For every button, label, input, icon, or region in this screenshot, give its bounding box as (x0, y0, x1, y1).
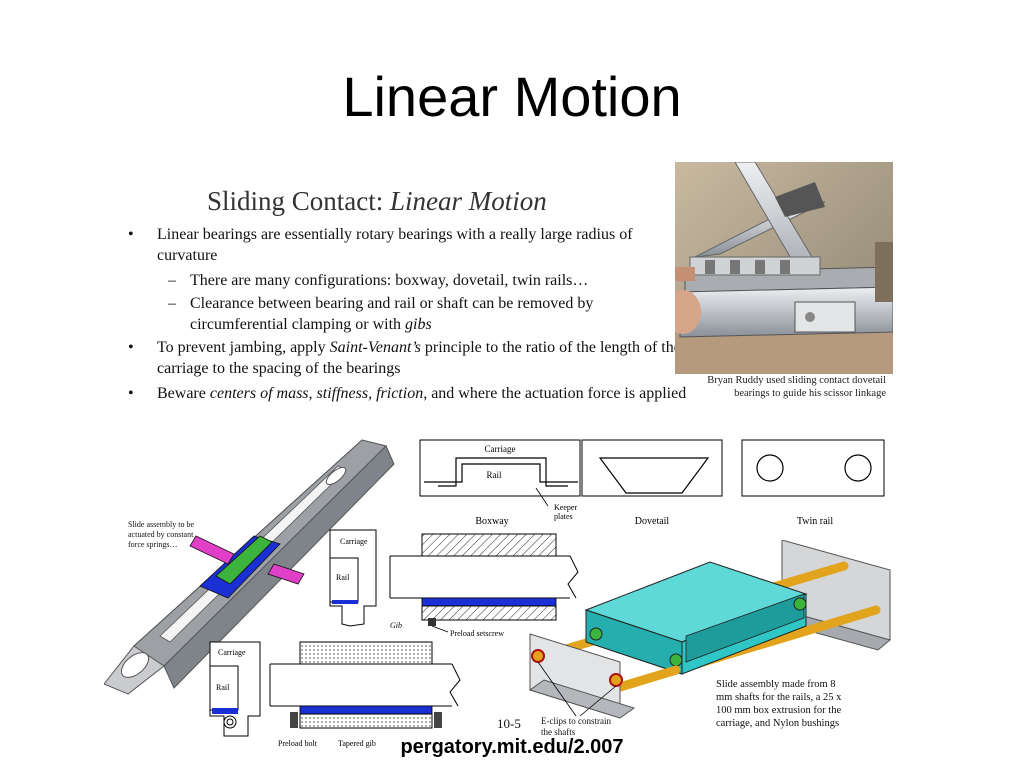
bullet-text: centers of mass, stiffness, friction (209, 385, 424, 402)
slide-note-line-2: actuated by constant (128, 530, 194, 539)
photo-caption-line-1: Bryan Ruddy used sliding contact dovetai… (707, 375, 886, 386)
dovetail-shape (598, 457, 710, 494)
gib-fig2-rail-label: Rail (216, 683, 230, 692)
bullet-text: principle to the ratio of the length of … (157, 339, 681, 377)
photo-caption-line-2: bearings to guide his scissor linkage (734, 388, 886, 399)
keeper-label-2: plates (554, 512, 573, 521)
boxway-rail-label: Rail (487, 470, 502, 480)
boxway-frame (419, 439, 581, 497)
magenta-pin-right (267, 563, 305, 585)
bullet-text: To prevent jambing, apply (157, 339, 330, 356)
preload-setscrew-label: Preload setscrew (450, 629, 504, 638)
footer-url: pergatory.mit.edu/2.007 (400, 736, 624, 758)
panel-title: Sliding Contact: Linear Motion (207, 186, 547, 217)
scissor-linkage-photo (675, 162, 893, 374)
bullet-item: Beware centers of mass, stiffness, frict… (128, 383, 688, 404)
desc-line-1: Slide assembly made from 8 (716, 679, 836, 690)
sub-bullet-item: There are many configurations: boxway, d… (128, 270, 688, 291)
bearing-configurations-diagram: Carriage Rail Keeper plates Boxway Dovet… (419, 439, 885, 527)
twin-rail-shaft-left (756, 454, 784, 482)
eclips-line-1: E-clips to constrain (541, 716, 611, 726)
bullet-item: To prevent jambing, apply Saint-Venant’s… (128, 337, 688, 379)
panel-title-italic: Linear Motion (390, 186, 547, 216)
slide-assembly-note: Slide assembly to be actuated by constan… (128, 520, 194, 550)
twin-rail-label: Twin rail (797, 516, 833, 527)
gib-label: Gib (390, 621, 402, 630)
desc-line-4: carriage, and Nylon bushings (716, 718, 840, 729)
bullet-item: Linear bearings are essentially rotary b… (128, 224, 688, 266)
twin-shaft-slide-drawing (528, 540, 892, 719)
photo-caption: Bryan Ruddy used sliding contact dovetai… (682, 374, 886, 400)
magenta-pin-left (189, 535, 235, 565)
keeper-label-1: Keeper (554, 503, 577, 512)
angled-slide-assembly-drawing (104, 439, 395, 695)
desc-line-3: 100 mm box extrusion for the (716, 705, 842, 716)
eclips-note: E-clips to constrain the shafts (541, 716, 611, 738)
dovetail-label: Dovetail (635, 516, 670, 527)
twin-rail-shaft-right (844, 454, 872, 482)
shaft-assembly-description: Slide assembly made from 8 mm shafts for… (716, 678, 841, 730)
tapered-gib-label: Tapered gib (338, 739, 376, 748)
dovetail-frame (581, 439, 723, 497)
bullet-list: Linear bearings are essentially rotary b… (128, 224, 688, 408)
tapered-gib-diagram: Carriage Rail Preload bolt Tapered gib (209, 641, 461, 748)
panel-title-plain: Sliding Contact: (207, 186, 391, 216)
twin-rail-frame (741, 439, 885, 497)
gib-fig2-carriage-label: Carriage (218, 648, 246, 657)
boxway-carriage-outline (438, 457, 568, 487)
bullet-text: , and where the actuation force is appli… (423, 385, 687, 402)
bullet-text: gibs (405, 316, 432, 333)
boxway-carriage-label: Carriage (485, 444, 516, 454)
boxway-rail-outline (424, 463, 578, 483)
eclips-line-2: the shafts (541, 727, 576, 737)
gib-setscrew-diagram: Carriage Rail Gib Preload setscrew (329, 529, 579, 638)
boxway-label: Boxway (475, 516, 508, 527)
desc-line-2: mm shafts for the rails, a 25 x (716, 692, 842, 703)
gib-fig1-carriage-label: Carriage (340, 537, 368, 546)
page-number: 10-5 (497, 716, 521, 731)
bullet-text: Saint-Venant’s (329, 339, 421, 356)
bullet-text: Clearance between bearing and rail or sh… (190, 295, 594, 333)
carriage-green (215, 535, 273, 585)
bullet-text: There are many configurations: boxway, d… (190, 272, 589, 289)
gib-fig1-rail-label: Rail (336, 573, 350, 582)
slide-note-line-3: force springs… (128, 540, 178, 549)
slide-title: Linear Motion (342, 65, 682, 128)
bullet-text: Beware (157, 385, 210, 402)
slide-note-line-1: Slide assembly to be (128, 520, 194, 529)
preload-bolt-label: Preload bolt (278, 739, 318, 748)
sub-bullet-item: Clearance between bearing and rail or sh… (128, 293, 688, 335)
bullet-text: Linear bearings are essentially rotary b… (157, 226, 633, 264)
